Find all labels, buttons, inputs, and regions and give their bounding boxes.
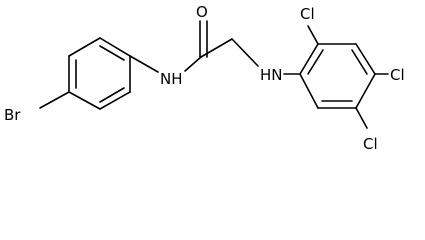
ring-b-double-2 [351,49,368,75]
ring-b-bond-3 [355,43,376,75]
trichlorophenyl-ring [299,43,376,109]
ring-a-bond-4 [68,91,101,110]
chlorine-4-label: Cl [390,66,405,84]
carbonyl-to-ch2-bond [200,38,233,58]
oxygen-label: O [196,3,208,21]
ring-b-bond-4 [355,73,376,109]
chlorine-2-label: Cl [300,5,315,23]
amide-n-to-carbonyl-bond [184,56,202,72]
ring-a-bond-6 [68,37,101,57]
chlorine-5-bond [355,107,368,129]
ring-b-bond-6 [299,73,319,109]
ch2-to-amine-n-bond [231,38,259,67]
bromine-bond [39,91,70,109]
ring-b-double-1 [307,49,324,75]
ring-a-bond-1 [99,37,131,57]
ring-a-double-2 [99,87,125,103]
bromine-label: Br [4,106,21,124]
amide-nh-label: NH [160,70,183,88]
ring-a-double-1 [99,45,125,61]
ring-to-amide-n-bond [129,55,159,73]
bromophenyl-ring [68,37,131,110]
amine-hn-label: HN [260,66,283,84]
ring-b-bond-1 [299,43,319,75]
chlorine-5-label: Cl [363,135,378,153]
chemical-structure-diagram: Br NH O HN Cl Cl Cl [4,3,405,153]
ring-a-bond-3 [99,91,131,110]
chlorine-2-bond [307,25,319,45]
